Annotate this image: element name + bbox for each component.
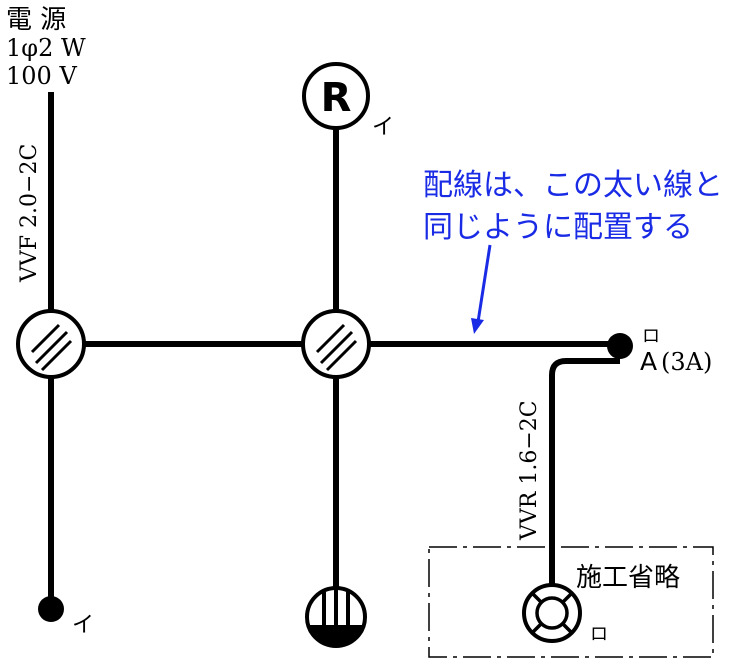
junction-box-left — [16, 309, 86, 379]
power-source-phase: 1φ2 W — [6, 34, 86, 62]
switch-bottom-left-dot — [38, 596, 64, 622]
power-source-voltage: 100 V — [6, 62, 77, 90]
switch-a-rating: (3A) — [661, 348, 712, 376]
switch-a-dot — [607, 333, 633, 359]
pilot-light — [522, 583, 582, 643]
omitted-area-label: 施工省略 — [576, 563, 680, 593]
switch-bottom-left-label: イ — [72, 613, 94, 638]
receptacle-symbol: R — [321, 75, 352, 121]
pilot-light-label: ロ — [590, 624, 608, 645]
cable-label-vvr: VVR 1.6−2C — [517, 400, 542, 541]
switch-a-kana: ロ — [642, 326, 660, 347]
annotation-line2: 同じように配置する — [423, 210, 693, 245]
switch-a-label: A — [640, 347, 657, 376]
omitted-area-box — [428, 546, 714, 658]
outlet-symbol — [305, 586, 367, 648]
power-source-title: 電 源 — [6, 5, 66, 35]
receptacle-switch-label: イ — [372, 115, 394, 140]
junction-box-center — [301, 309, 371, 379]
cable-label-vvf: VVF 2.0−2C — [17, 144, 42, 283]
receptacle-ceiling: R — [302, 62, 370, 130]
annotation-line1: 配線は、この太い線と — [423, 168, 723, 203]
annotation-arrow — [471, 244, 492, 334]
wire-branch-vvr — [549, 358, 620, 585]
wires — [48, 92, 620, 605]
